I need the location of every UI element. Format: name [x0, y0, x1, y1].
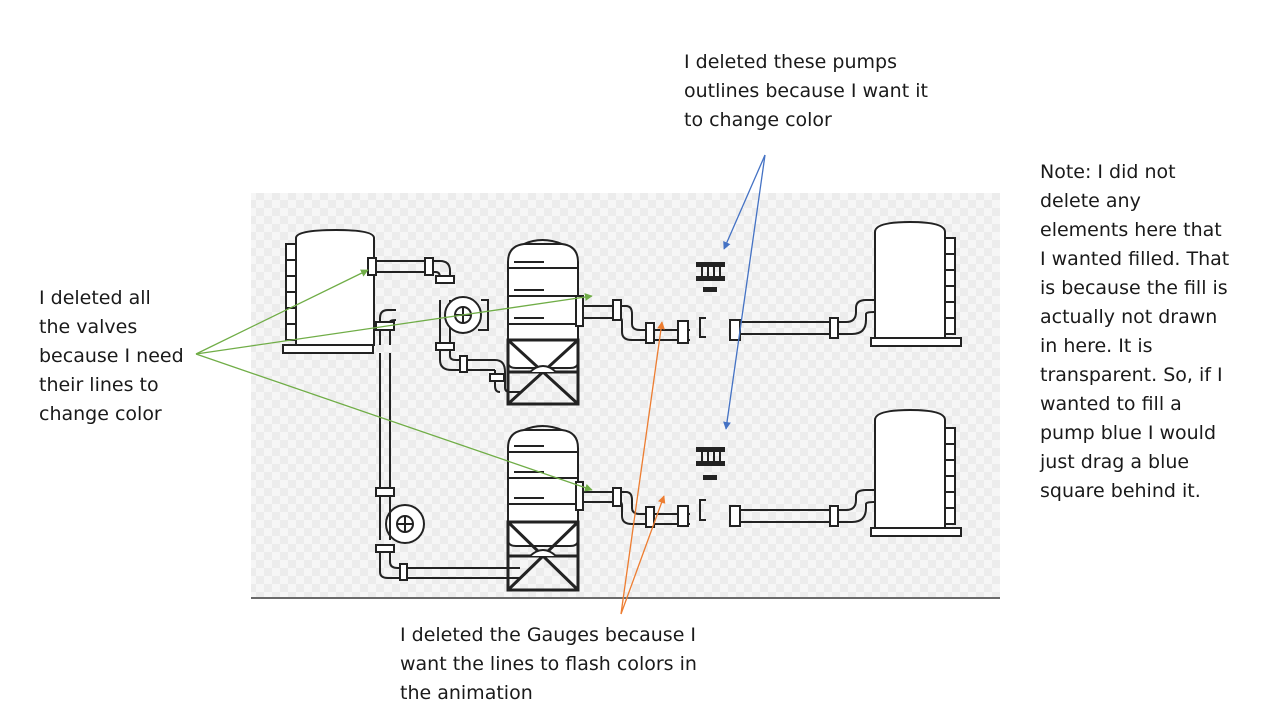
pipe-vertical-down [375, 309, 397, 505]
pipe-top-discharge [729, 299, 875, 341]
bottom-pump-remnant [696, 447, 725, 521]
pump-annotation-arrows [723, 154, 766, 430]
pumps-annotation: I deleted these pumps outlines because I… [684, 51, 928, 131]
bottom-circulation-pump [375, 504, 520, 581]
gauge-arrow-bottom [620, 495, 666, 615]
pipe-top-outlet [367, 257, 520, 393]
source-tank [282, 228, 375, 354]
valve-arrow-1 [195, 269, 369, 355]
gauge-arrow-top [620, 321, 665, 615]
top-pump-remnant [696, 262, 725, 338]
gauge-annotation-arrows [620, 321, 666, 615]
valve-arrow-3 [195, 353, 593, 492]
valve-arrow-2 [195, 293, 593, 355]
fill-note-annotation: Note: I did not delete any elements here… [1040, 161, 1230, 502]
top-receiving-tank [870, 220, 962, 347]
pipe-bottom-discharge [729, 489, 875, 527]
bottom-vessel [506, 425, 580, 592]
gauges-annotation: I deleted the Gauges because I want the … [400, 624, 697, 704]
pump-arrow-bottom [723, 154, 766, 430]
pipe-top-vessel-outlet [575, 295, 690, 344]
valve-annotation-arrows [195, 269, 593, 492]
valves-annotation: I deleted all the valves because I need … [39, 287, 184, 425]
top-vessel [506, 239, 580, 406]
pipe-bottom-vessel-outlet [575, 481, 690, 528]
pump-arrow-top [723, 154, 766, 250]
bottom-receiving-tank [870, 408, 962, 537]
